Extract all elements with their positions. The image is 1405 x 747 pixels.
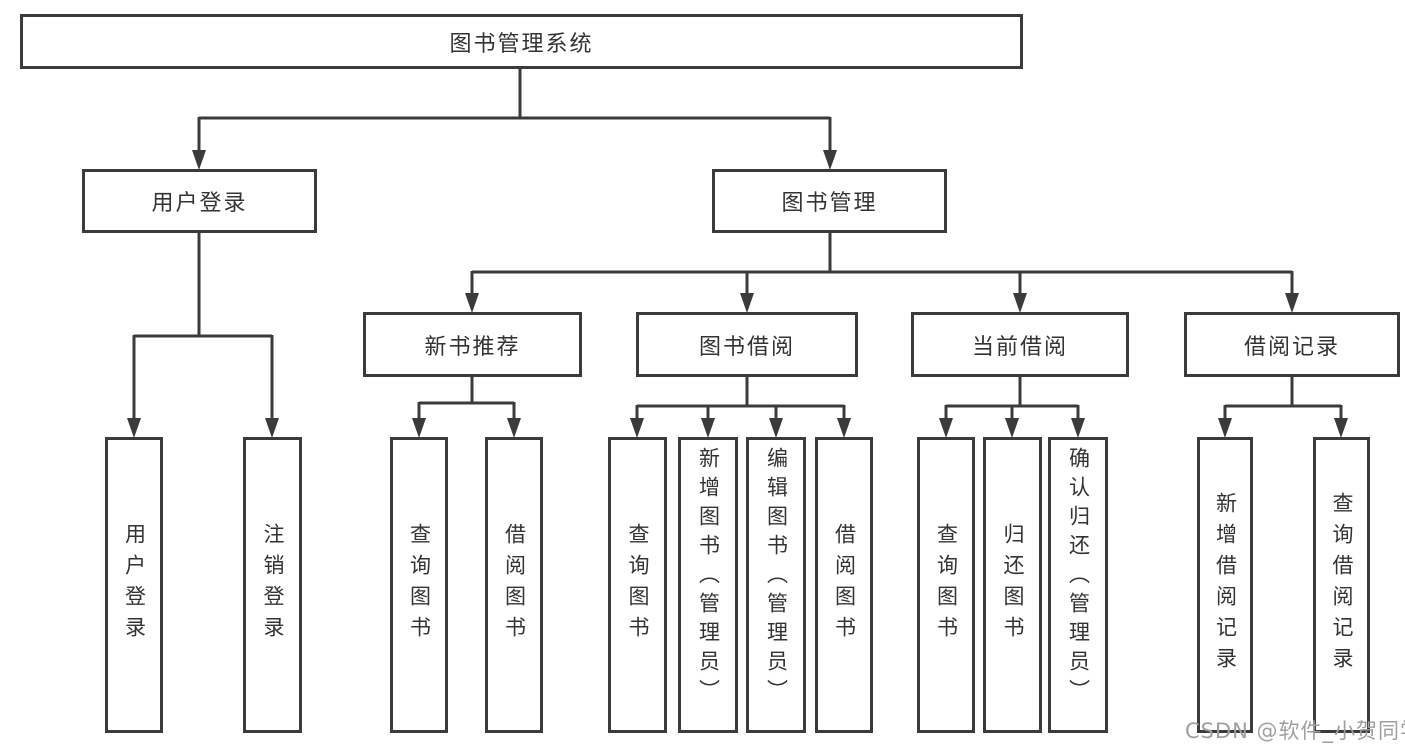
node-leaf-return-books: 归还图书 [983,437,1042,733]
node-book-management: 图书管理 [712,169,947,233]
node-library-management-system: 图书管理系统 [20,14,1023,69]
node-leaf-query-borrow-record: 查询借阅记录 [1313,437,1370,733]
csdn-watermark: CSDN @软件_小贺同学 [1185,719,1405,743]
node-leaf-query-books-1: 查询图书 [390,437,448,733]
node-leaf-edit-books-admin: 编辑图书（管理员） [746,437,806,733]
node-borrow-records: 借阅记录 [1184,312,1400,377]
node-leaf-confirm-return-admin: 确认归还（管理员） [1048,437,1108,733]
node-leaf-user-login: 用户登录 [105,437,163,733]
arrowhead-icons [127,150,1348,438]
node-user-login: 用户登录 [82,169,317,233]
node-leaf-add-borrow-record: 新增借阅记录 [1197,437,1253,733]
node-book-borrowing: 图书借阅 [636,312,858,377]
node-leaf-logout: 注销登录 [243,437,302,733]
node-leaf-borrow-books-1: 借阅图书 [485,437,543,733]
node-leaf-borrow-books-2: 借阅图书 [815,437,873,733]
node-leaf-query-books-2: 查询图书 [608,437,667,733]
node-leaf-add-books-admin: 新增图书（管理员） [678,437,738,733]
node-leaf-query-books-3: 查询图书 [917,437,975,733]
node-new-book-recommend: 新书推荐 [363,312,582,377]
node-current-borrowing: 当前借阅 [911,312,1129,377]
